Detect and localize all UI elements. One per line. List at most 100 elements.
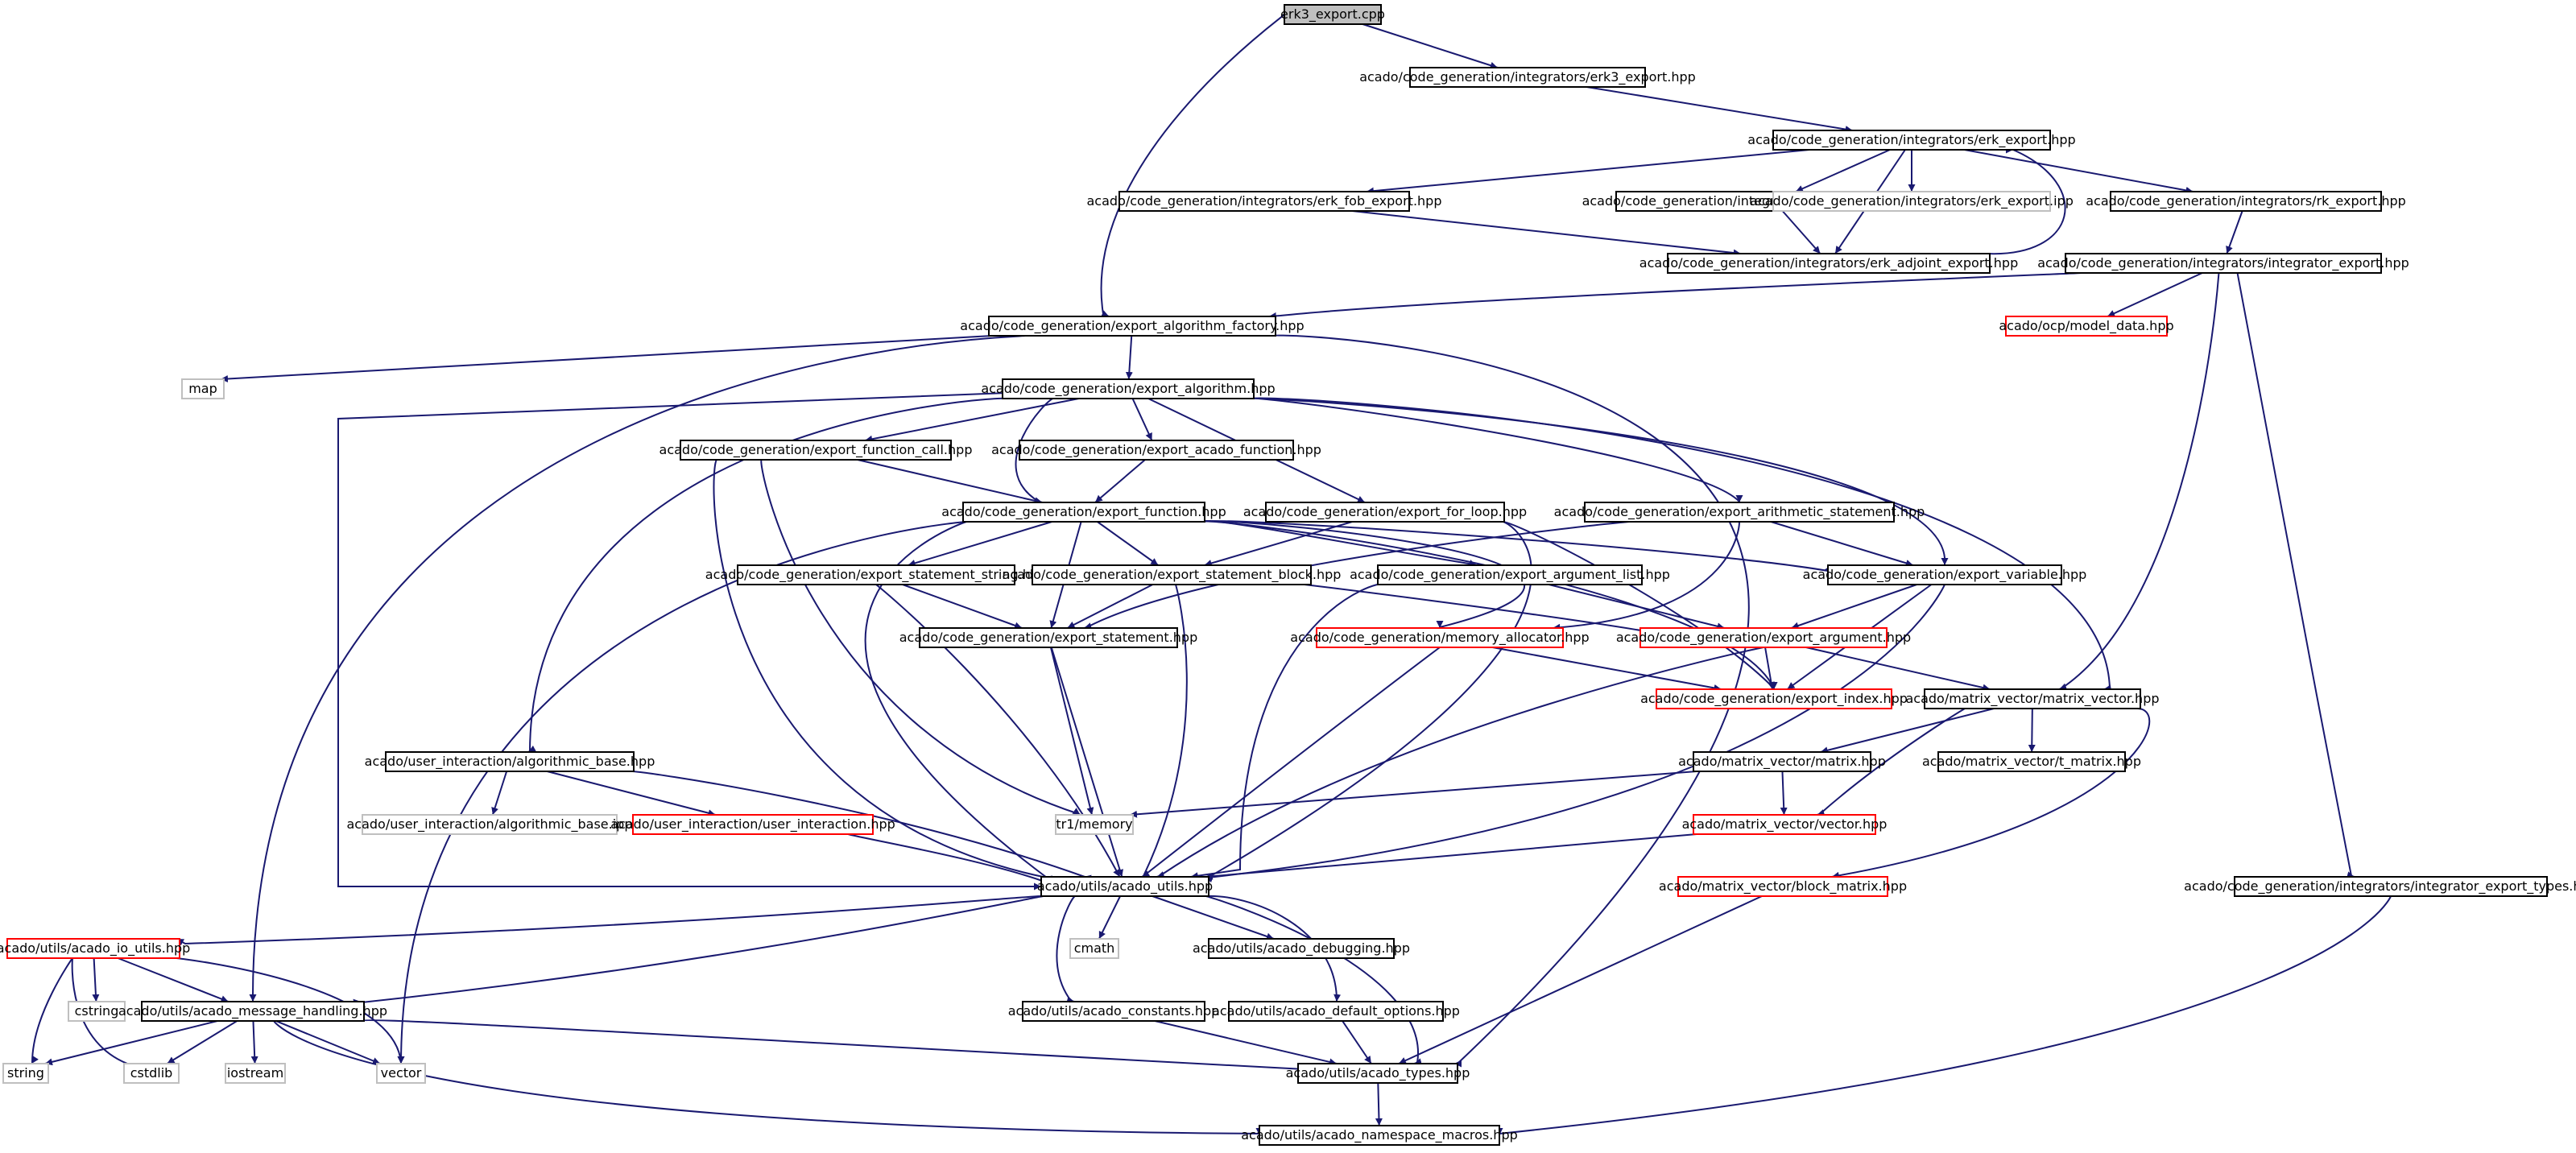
node-export-arith[interactable]: acado/code_generation/export_arithmetic_… [1554, 502, 1925, 523]
edge-export-function-call-to-tr1-memory [760, 459, 1081, 816]
node-erk-hpp[interactable]: acado/code_generation/integrators/erk_ex… [1747, 130, 2076, 151]
edge-acado-utils-to-msg-handling [321, 895, 1046, 1007]
node-export-acado-function[interactable]: acado/code_generation/export_acado_funct… [991, 440, 1321, 461]
edge-vector-h-to-acado-utils [1205, 833, 1697, 880]
node-export-variable[interactable]: acado/code_generation/export_variable.hp… [1803, 564, 2087, 585]
node-debugging[interactable]: acado/utils/acado_debugging.hpp [1193, 938, 1410, 959]
node-alg-base-ipp[interactable]: acado/user_interaction/algorithmic_base.… [346, 814, 633, 835]
node-export-argument[interactable]: acado/code_generation/export_argument.hp… [1616, 627, 1911, 648]
node-box [680, 440, 952, 461]
node-box [1019, 440, 1294, 461]
node-cstring[interactable]: cstring [68, 1001, 126, 1022]
node-io-utils[interactable]: acado/utils/acado_io_utils.hpp [0, 938, 190, 959]
node-matrix-h[interactable]: acado/matrix_vector/matrix.hpp [1678, 751, 1886, 772]
node-box [1693, 751, 1871, 772]
node-constants[interactable]: acado/utils/acado_constants.hpp [1008, 1001, 1220, 1022]
node-erk-ipp[interactable]: acado/code_generation/integrators/erk_ex… [1750, 191, 2074, 212]
node-label: acado/user_interaction/algorithmic_base.… [365, 754, 655, 770]
node-box [2110, 191, 2382, 212]
node-label: acado/matrix_vector/t_matrix.hpp [1922, 754, 2141, 770]
edge-alg-factory-to-export-algorithm [1125, 335, 1133, 380]
node-export-stmt-string[interactable]: acado/code_generation/export_statement_s… [705, 564, 1047, 585]
node-model-data[interactable]: acado/ocp/model_data.hpp [1999, 316, 2174, 337]
node-erk3-hpp[interactable]: acado/code_generation/integrators/erk3_e… [1359, 67, 1696, 88]
edge-matrix-h-to-vector-h [1780, 771, 1788, 816]
node-label: acado/code_generation/export_index.hpp [1640, 691, 1908, 707]
node-cmath[interactable]: cmath [1069, 938, 1119, 959]
node-box [988, 316, 1276, 337]
node-tr1-memory[interactable]: tr1/memory [1055, 814, 1134, 835]
node-box [1772, 191, 2051, 212]
node-alg-base[interactable]: acado/user_interaction/algorithmic_base.… [365, 751, 655, 772]
node-label: string [7, 1065, 44, 1081]
node-box [2234, 876, 2548, 897]
node-export-for-loop[interactable]: acado/code_generation/export_for_loop.hp… [1243, 502, 1527, 523]
node-export-arg-list[interactable]: acado/code_generation/export_argument_li… [1350, 564, 1670, 585]
node-export-function[interactable]: acado/code_generation/export_function.hp… [941, 502, 1226, 523]
node-label: acado/code_generation/export_algorithm_f… [960, 318, 1304, 334]
node-ns-macros[interactable]: acado/utils/acado_namespace_macros.hpp [1241, 1125, 1518, 1146]
node-msg-handling[interactable]: acado/utils/acado_message_handling.hpp [118, 1001, 387, 1022]
node-box [225, 1063, 286, 1084]
edge-acado-utils-to-debugging [1152, 895, 1275, 940]
node-label: acado/code_generation/integrators/erk_ad… [1639, 255, 2018, 271]
edge-matrix-vector-h-to-vector-h [1817, 708, 1966, 816]
edge-export-function-call-to-export-function [857, 459, 1043, 505]
node-string[interactable]: string [2, 1063, 49, 1084]
edge-acado-types-to-ns-macros [1375, 1082, 1383, 1126]
node-block-matrix[interactable]: acado/matrix_vector/block_matrix.hpp [1659, 876, 1907, 897]
edge-constants-to-acado-types [1154, 1020, 1338, 1066]
node-export-index[interactable]: acado/code_generation/export_index.hpp [1640, 688, 1908, 709]
node-matrix-vector-h[interactable]: acado/matrix_vector/matrix_vector.hpp [1905, 688, 2160, 709]
node-label: acado/code_generation/export_statement.h… [899, 630, 1197, 646]
edge-alg-factory-to-acado-types [1271, 334, 1750, 1068]
node-label: acado/utils/acado_namespace_macros.hpp [1241, 1127, 1518, 1143]
node-iostream[interactable]: iostream [225, 1063, 286, 1084]
node-t-matrix[interactable]: acado/matrix_vector/t_matrix.hpp [1922, 751, 2141, 772]
node-int-export-types[interactable]: acado/code_generation/integrators/integr… [2184, 876, 2576, 897]
node-acado-utils[interactable]: acado/utils/acado_utils.hpp [1037, 876, 1213, 897]
node-memory-allocator[interactable]: acado/code_generation/memory_allocator.h… [1290, 627, 1590, 648]
node-map[interactable]: map [181, 378, 225, 399]
edge-export-arith-to-export-variable [1770, 521, 1914, 567]
edge-export-function-to-export-arg-list [1201, 519, 1477, 567]
node-export-function-call[interactable]: acado/code_generation/export_function_ca… [660, 440, 973, 461]
node-vector-h[interactable]: acado/matrix_vector/vector.hpp [1682, 814, 1888, 835]
node-label: acado/code_generation/integrators/erk_ex… [1747, 132, 2075, 148]
edge-export-stmt-block-to-export-statement [1067, 584, 1153, 629]
node-vector-std[interactable]: vector [376, 1063, 426, 1084]
node-label: cmath [1074, 940, 1115, 956]
node-alg-factory[interactable]: acado/code_generation/export_algorithm_f… [960, 316, 1305, 337]
node-erk3-cpp[interactable]: erk3_export.cpp [1280, 4, 1385, 25]
edge-export-algorithm-to-export-arith [1250, 397, 1743, 502]
edge-export-stmt-block-to-acado-utils [1141, 584, 1188, 878]
node-default-options[interactable]: acado/utils/acado_default_options.hpp [1212, 1001, 1460, 1022]
edge-integrator-export-to-model-data [2107, 272, 2203, 317]
node-box [385, 751, 635, 772]
node-integrator-export[interactable]: acado/code_generation/integrators/integr… [2037, 253, 2409, 274]
node-export-statement[interactable]: acado/code_generation/export_statement.h… [899, 627, 1197, 648]
edge-export-function-call-to-acado-utils [713, 459, 1052, 883]
node-label: acado/matrix_vector/block_matrix.hpp [1659, 878, 1907, 895]
node-cstdlib[interactable]: cstdlib [123, 1063, 180, 1084]
edge-msg-handling-to-string [44, 1020, 218, 1066]
node-export-algorithm[interactable]: acado/code_generation/export_algorithm.h… [981, 378, 1276, 399]
node-box [737, 564, 1015, 585]
node-erk-adjoint[interactable]: acado/code_generation/integrators/erk_ad… [1639, 253, 2018, 274]
node-label: acado/code_generation/integrators/integr… [2037, 255, 2409, 271]
node-box [1055, 814, 1134, 835]
node-rk-hpp[interactable]: acado/code_generation/integrators/rk_exp… [2086, 191, 2406, 212]
node-acado-types[interactable]: acado/utils/acado_types.hpp [1286, 1063, 1470, 1084]
node-label: acado/code_generation/integrators/erk_ex… [1750, 193, 2074, 209]
node-erk-fob[interactable]: acado/code_generation/integrators/erk_fo… [1087, 191, 1442, 212]
node-export-stmt-block[interactable]: acado/code_generation/export_statement_b… [1003, 564, 1342, 585]
node-label: acado/user_interaction/user_interaction.… [610, 816, 895, 833]
node-label: acado/code_generation/memory_allocator.h… [1290, 630, 1589, 646]
node-label: acado/utils/acado_io_utils.hpp [0, 940, 190, 957]
node-label: acado/matrix_vector/matrix_vector.hpp [1905, 691, 2159, 707]
node-label: acado/code_generation/export_algorithm.h… [981, 381, 1275, 397]
edge-integrator-export-to-alg-factory [1268, 272, 2082, 320]
edge-export-stmt-string-to-export-statement [902, 584, 1023, 630]
node-box [1259, 1125, 1500, 1146]
node-user-interaction[interactable]: acado/user_interaction/user_interaction.… [610, 814, 895, 835]
